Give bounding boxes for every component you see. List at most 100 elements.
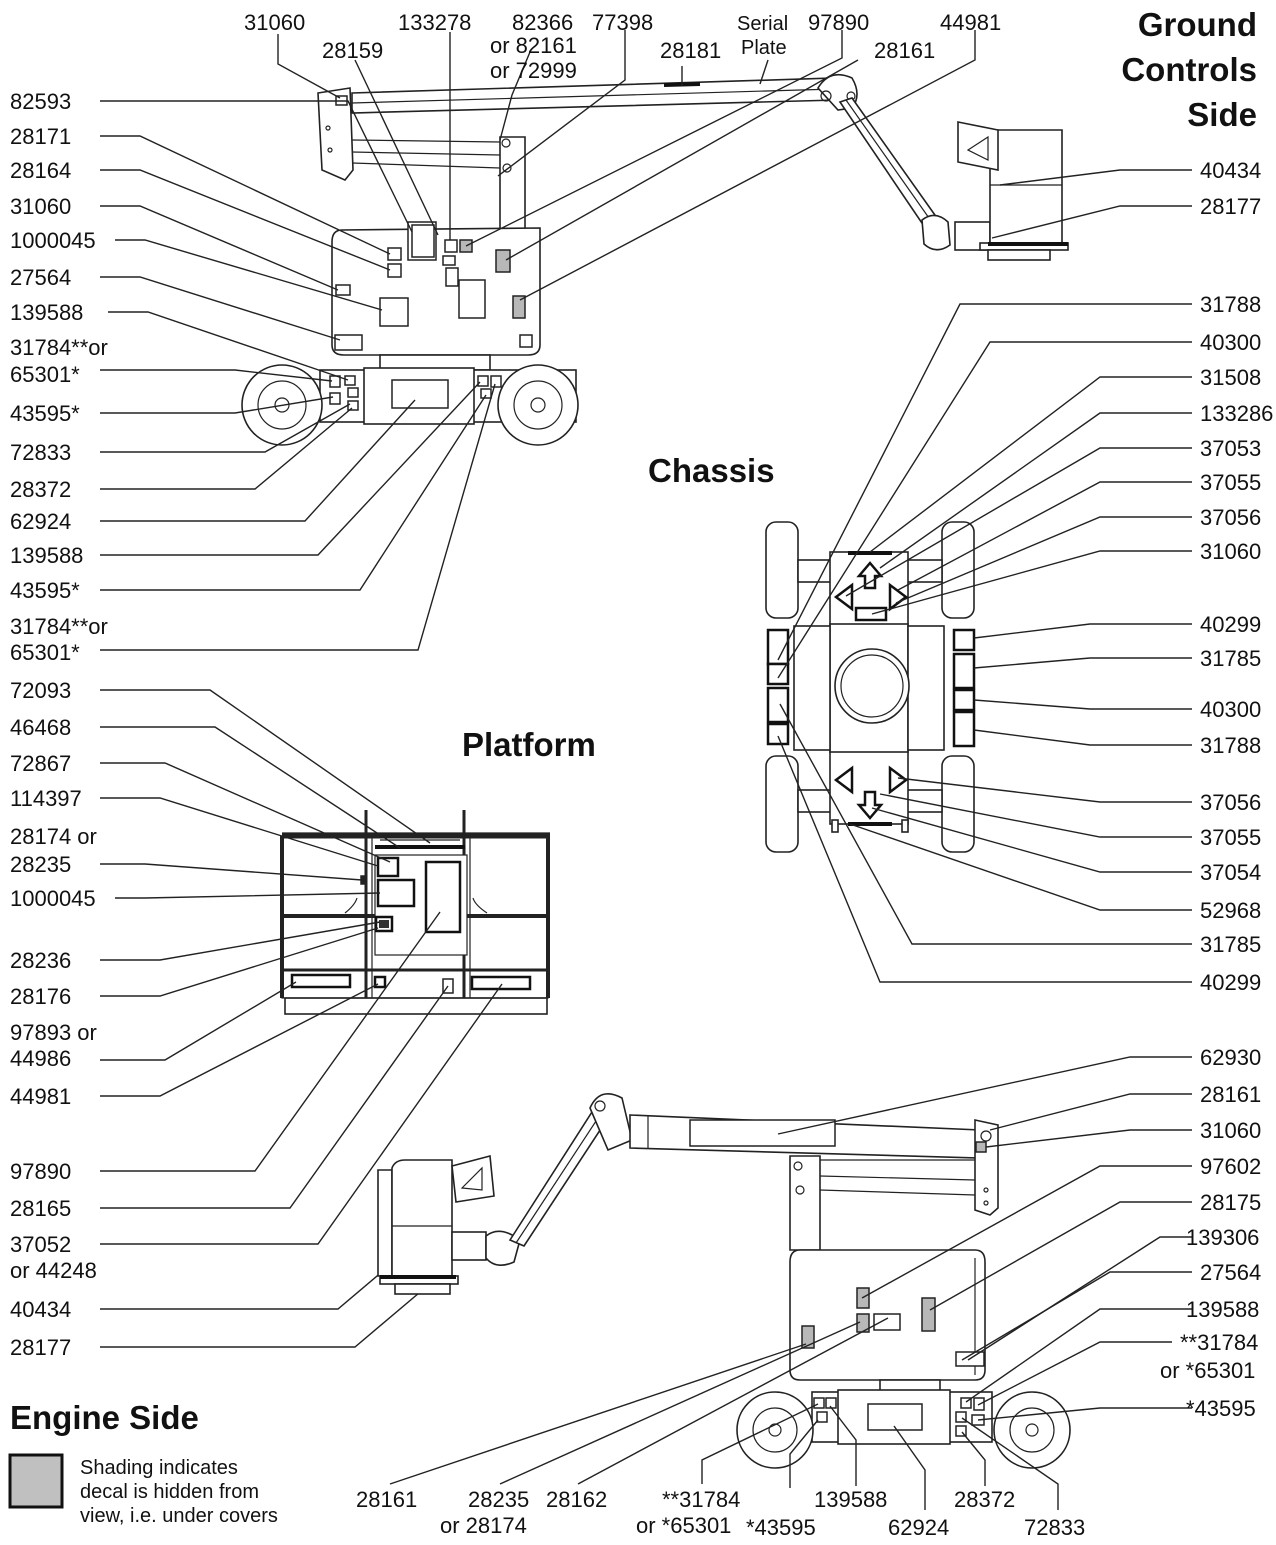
ch-label-52968: 52968 [1200, 898, 1261, 923]
pl-label-37052: 37052 [10, 1232, 71, 1257]
ch-label-31785-b: 31785 [1200, 932, 1261, 957]
title-ground: Ground [1138, 6, 1257, 43]
ch-label-37056: 37056 [1200, 505, 1261, 530]
gc-label-65301-b: 65301* [10, 640, 80, 665]
chassis-labels: 31788 40300 31508 133286 37053 37055 370… [1200, 292, 1273, 995]
en-bottom-43595: *43595 [746, 1515, 816, 1540]
gc-label-82593: 82593 [10, 89, 71, 114]
ch-label-31788-b: 31788 [1200, 733, 1261, 758]
ch-label-37055-b: 37055 [1200, 825, 1261, 850]
gc-label-62924: 62924 [10, 509, 71, 534]
engine-right-labels: 62930 28161 31060 97602 28175 139306 275… [1160, 1045, 1261, 1421]
en-bottom-139588: 139588 [814, 1487, 887, 1512]
en-bottom-28161: 28161 [356, 1487, 417, 1512]
gc-top-or-72999: or 72999 [490, 58, 577, 83]
gc-top-serial: Serial [737, 13, 788, 35]
en-bottom-28235: 28235 [468, 1487, 529, 1512]
en-bottom-or-28174: or 28174 [440, 1513, 527, 1538]
gc-label-139588: 139588 [10, 300, 83, 325]
ground-controls-side-title: Ground Controls Side [1121, 6, 1257, 133]
pl-label-or-44248: or 44248 [10, 1258, 97, 1283]
chassis-title: Chassis [648, 452, 775, 489]
pl-label-28176: 28176 [10, 984, 71, 1009]
gc-label-27564: 27564 [10, 265, 71, 290]
en-label-139588: 139588 [1186, 1297, 1259, 1322]
pl-label-28165: 28165 [10, 1196, 71, 1221]
en-bottom-72833: 72833 [1024, 1515, 1085, 1540]
engine-side-machine [377, 1092, 1071, 1469]
gc-label-139588-b: 139588 [10, 543, 83, 568]
ground-controls-machine [241, 73, 1069, 446]
engine-side-title: Engine Side [10, 1399, 199, 1436]
ch-label-37054: 37054 [1200, 860, 1261, 885]
gc-top-or-82161: or 82161 [490, 33, 577, 58]
en-label-139306: 139306 [1186, 1225, 1259, 1250]
en-label-31784: **31784 [1180, 1330, 1258, 1355]
gc-top-labels: 31060 28159 133278 82366 or 82161 or 729… [244, 10, 1001, 83]
pl-label-72867: 72867 [10, 751, 71, 776]
en-bottom-62924: 62924 [888, 1515, 949, 1540]
engine-bottom-leaders [389, 1317, 1059, 1510]
engine-right-leaders [777, 1056, 1192, 1421]
en-label-97602: 97602 [1200, 1154, 1261, 1179]
ch-label-31508: 31508 [1200, 365, 1261, 390]
gc-left-labels: 82593 28171 28164 31060 1000045 27564 13… [10, 89, 108, 665]
chassis-leaders [777, 303, 1192, 983]
ch-label-31785: 31785 [1200, 646, 1261, 671]
gc-top-31060: 31060 [244, 10, 305, 35]
platform-title: Platform [462, 726, 596, 763]
gc-label-31060: 31060 [10, 194, 71, 219]
ch-label-40300-b: 40300 [1200, 697, 1261, 722]
ch-label-37053: 37053 [1200, 436, 1261, 461]
platform-labels: 72093 46468 72867 114397 28174 or 28235 … [10, 678, 97, 1360]
en-bottom-31784: **31784 [662, 1487, 740, 1512]
en-label-62930: 62930 [1200, 1045, 1261, 1070]
gc-label-28171: 28171 [10, 124, 71, 149]
shading-legend: Shading indicates decal is hidden from v… [8, 1453, 278, 1527]
gc-right-28177: 28177 [1200, 194, 1261, 219]
pl-label-97893-or: 97893 or [10, 1020, 97, 1045]
legend-line-1: Shading indicates [80, 1457, 238, 1479]
pl-label-44986: 44986 [10, 1046, 71, 1071]
gc-top-133278: 133278 [398, 10, 471, 35]
en-label-28161: 28161 [1200, 1082, 1261, 1107]
gc-top-97890: 97890 [808, 10, 869, 35]
gc-label-72833: 72833 [10, 440, 71, 465]
en-bottom-28162: 28162 [546, 1487, 607, 1512]
gc-top-77398: 77398 [592, 10, 653, 35]
pl-label-97890: 97890 [10, 1159, 71, 1184]
gc-top-44981: 44981 [940, 10, 1001, 35]
gc-top-plate: Plate [741, 37, 787, 59]
gc-top-leaders [277, 30, 976, 301]
pl-label-114397: 114397 [10, 786, 82, 811]
shaded-swatch [8, 1453, 64, 1509]
gc-top-28161: 28161 [874, 38, 935, 63]
pl-label-40434: 40434 [10, 1297, 71, 1322]
ch-label-133286: 133286 [1200, 401, 1273, 426]
en-label-28175: 28175 [1200, 1190, 1261, 1215]
gc-right: 40434 28177 [991, 158, 1261, 239]
en-bottom-28372: 28372 [954, 1487, 1015, 1512]
pl-label-72093: 72093 [10, 678, 71, 703]
gc-label-31784-or-b: 31784**or [10, 614, 108, 639]
ch-label-31060: 31060 [1200, 539, 1261, 564]
pl-label-28177: 28177 [10, 1335, 71, 1360]
gc-label-1000045: 1000045 [10, 228, 96, 253]
ch-label-37055: 37055 [1200, 470, 1261, 495]
gc-left-leaders [100, 100, 496, 651]
pl-label-46468: 46468 [10, 715, 71, 740]
ch-label-31788: 31788 [1200, 292, 1261, 317]
chassis-machine [765, 521, 976, 853]
gc-label-43595-b: 43595* [10, 578, 80, 603]
platform-machine [280, 810, 550, 1015]
gc-label-28372: 28372 [10, 477, 71, 502]
pl-label-44981: 44981 [10, 1084, 71, 1109]
legend-line-2: decal is hidden from [80, 1481, 259, 1503]
pl-label-28174-or: 28174 or [10, 824, 97, 849]
en-label-31060: 31060 [1200, 1118, 1261, 1143]
engine-bottom-labels: 28161 28235 or 28174 28162 **31784 or *6… [356, 1487, 1085, 1540]
gc-top-28181: 28181 [660, 38, 721, 63]
title-side: Side [1187, 96, 1257, 133]
legend-line-3: view, i.e. under covers [80, 1505, 278, 1527]
